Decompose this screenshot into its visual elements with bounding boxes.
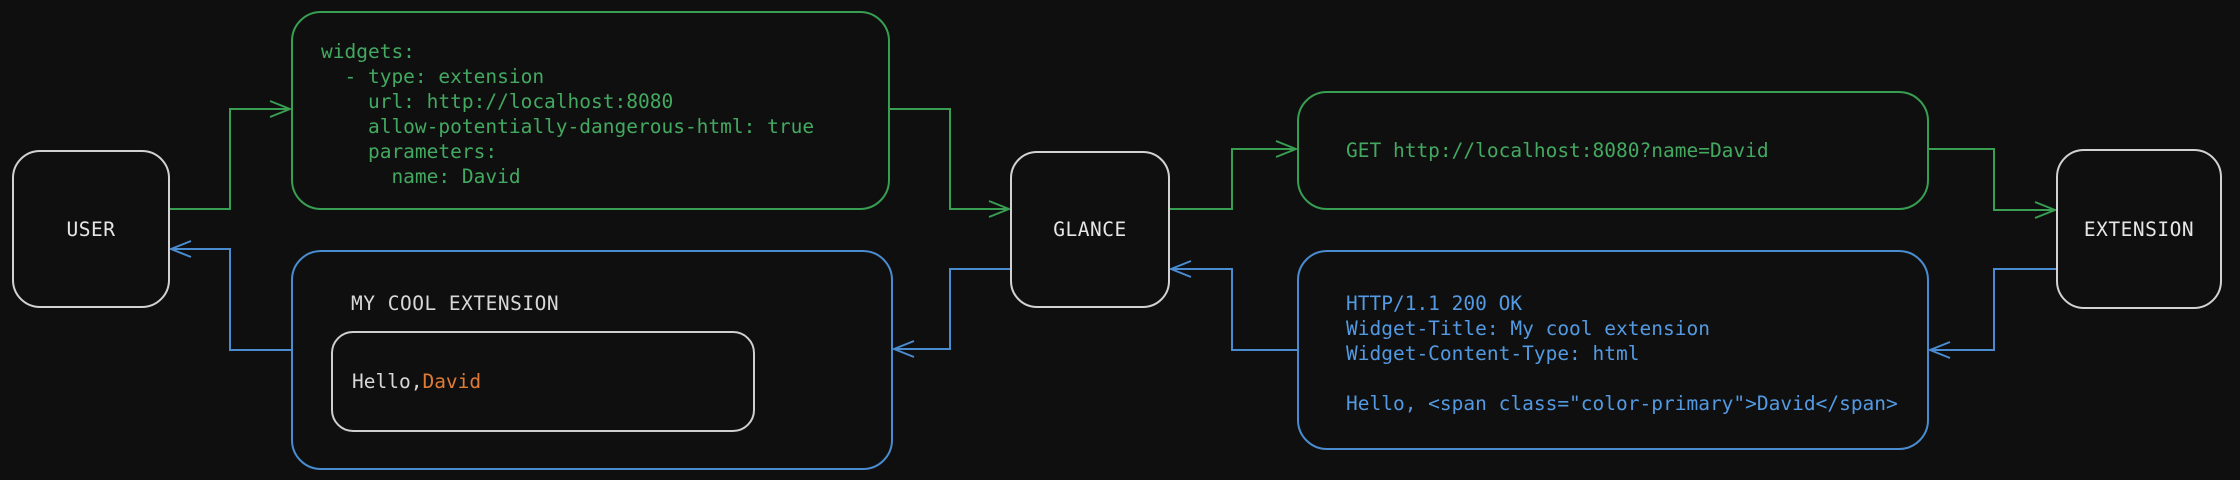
rendered-widget-box: MY COOL EXTENSION Hello, David — [291, 250, 893, 470]
config-yaml-code: widgets: - type: extension url: http://l… — [321, 40, 815, 188]
node-user-label: USER — [66, 217, 116, 241]
arrow-glance-to-widget — [895, 268, 1010, 349]
greeting-name-text: David — [422, 370, 482, 393]
arrow-config-to-glance — [890, 108, 1008, 209]
node-glance-label: GLANCE — [1053, 218, 1127, 241]
config-yaml-box: widgets: - type: extension url: http://l… — [291, 11, 890, 210]
http-request-box: GET http://localhost:8080?name=David — [1297, 91, 1929, 210]
arrow-widget-to-user — [172, 249, 291, 351]
arrow-glance-to-request — [1170, 149, 1295, 210]
arrow-response-to-glance — [1172, 269, 1297, 351]
http-response-box: HTTP/1.1 200 OK Widget-Title: My cool ex… — [1297, 250, 1929, 450]
node-extension: EXTENSION — [2056, 149, 2222, 309]
arrow-extension-to-response — [1931, 268, 2056, 350]
greeting-prefix-text: Hello, — [352, 370, 423, 393]
node-extension-label: EXTENSION — [2083, 217, 2195, 241]
arrow-user-to-config — [170, 109, 289, 210]
widget-title: MY COOL EXTENSION — [351, 292, 560, 315]
node-glance: GLANCE — [1010, 151, 1170, 308]
http-response-code: HTTP/1.1 200 OK Widget-Title: My cool ex… — [1346, 292, 1898, 415]
arrow-request-to-extension — [1929, 148, 2054, 210]
widget-greeting-card: Hello, David — [331, 331, 755, 432]
http-request-code: GET http://localhost:8080?name=David — [1346, 139, 1769, 162]
node-user: USER — [12, 150, 170, 308]
